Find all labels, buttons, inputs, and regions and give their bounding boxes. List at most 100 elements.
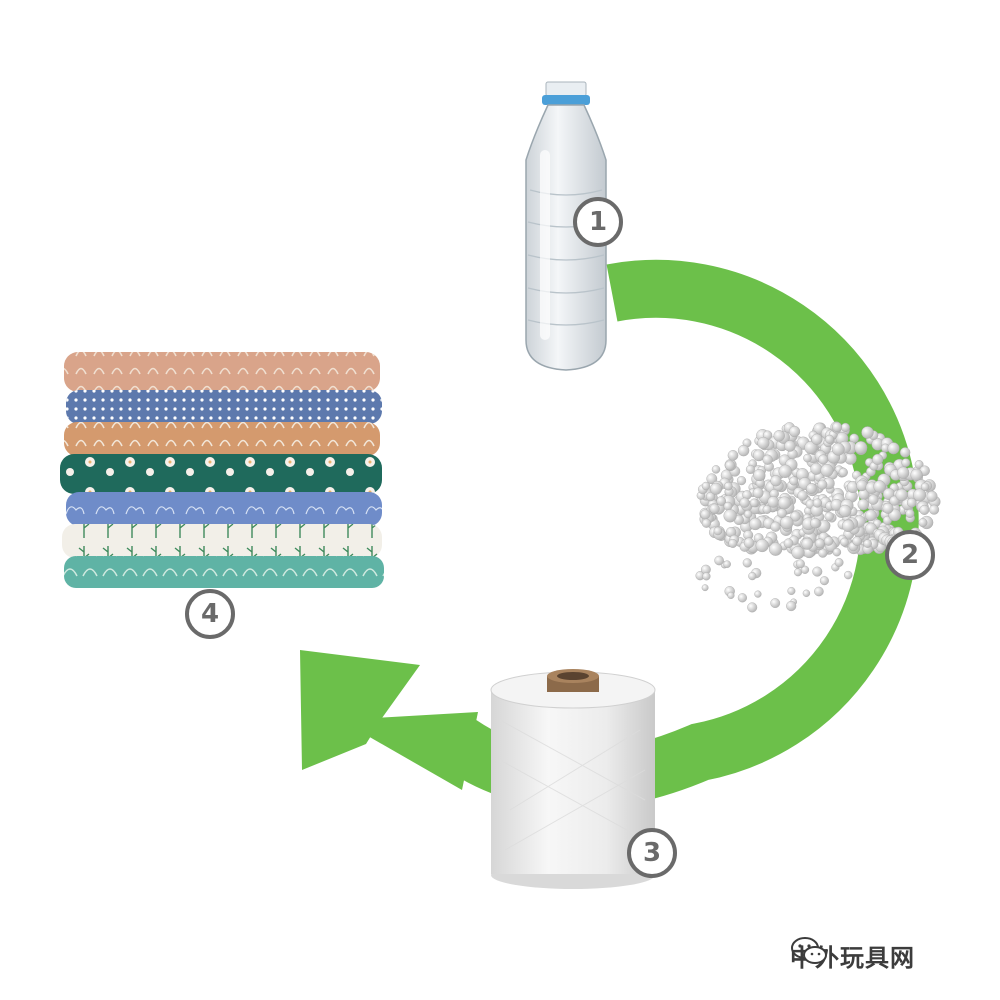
yarn-spool: [490, 669, 656, 889]
pellet: [742, 558, 752, 568]
pellet: [806, 483, 817, 494]
pellet: [905, 509, 915, 519]
pellet: [701, 481, 711, 491]
pellet: [926, 490, 938, 502]
pellet: [713, 526, 723, 536]
pellet: [762, 454, 773, 465]
pellet: [755, 538, 769, 553]
pellet: [820, 463, 834, 477]
pellet: [812, 566, 823, 577]
pellet: [757, 436, 770, 450]
pellet: [873, 480, 886, 493]
pellet: [747, 602, 758, 613]
pellet: [724, 481, 733, 491]
pellet: [748, 571, 757, 581]
pellet: [780, 515, 794, 530]
pellet: [716, 496, 727, 506]
pellet: [920, 482, 930, 491]
pellet: [865, 509, 877, 522]
pellet: [824, 511, 834, 522]
pellet: [918, 518, 928, 528]
pellet: [897, 466, 910, 479]
pellet: [705, 492, 716, 502]
pellet: [899, 447, 911, 458]
pellet: [801, 537, 814, 550]
pellet: [840, 537, 849, 547]
step-3-number: 3: [642, 838, 662, 868]
pellet: [810, 517, 821, 529]
step-1-badge: 1: [573, 197, 623, 247]
pellet: [770, 521, 781, 532]
pellet: [737, 593, 748, 603]
pellet: [753, 469, 766, 482]
pellet: [838, 467, 848, 478]
pellet: [737, 444, 750, 457]
pellet: [863, 539, 872, 548]
pellet: [762, 505, 772, 514]
pellet: [817, 479, 828, 490]
pellet: [728, 538, 738, 548]
pellet: [844, 570, 853, 580]
pellet: [745, 464, 755, 474]
pellet: [787, 587, 796, 596]
step-4-number: 4: [200, 599, 220, 629]
pellet: [797, 490, 808, 501]
pellet: [706, 473, 718, 485]
pellet: [778, 464, 792, 478]
pellet: [832, 548, 842, 557]
pellet: [832, 422, 843, 433]
pellet: [709, 503, 720, 514]
pellet: [819, 576, 829, 586]
pellet: [810, 462, 823, 475]
pellet: [783, 538, 794, 549]
pellet: [840, 422, 850, 432]
step-3-badge: 3: [627, 828, 677, 878]
plastic-pellets: [695, 421, 941, 613]
pellet: [887, 442, 900, 455]
pellet: [812, 498, 823, 508]
pellet: [723, 501, 733, 511]
pellet: [777, 496, 791, 510]
pellet: [768, 542, 783, 556]
pellet: [814, 586, 824, 597]
pellet: [754, 590, 762, 598]
pellet: [795, 559, 805, 569]
pellet: [700, 509, 711, 520]
pellet: [710, 482, 723, 495]
pellet: [929, 504, 940, 515]
pellet: [872, 453, 884, 465]
pellet: [803, 453, 812, 463]
step-2-number: 2: [900, 540, 920, 570]
pellet: [701, 584, 709, 592]
pellet: [743, 537, 755, 549]
pellet: [736, 476, 747, 486]
pellet: [770, 598, 781, 608]
pellet: [906, 497, 917, 508]
pellet: [789, 476, 799, 486]
pellet: [784, 440, 796, 452]
pellet: [800, 565, 810, 574]
step-1-number: 1: [588, 207, 608, 237]
pellet: [919, 504, 930, 515]
pellet: [818, 454, 829, 465]
watermark: 中外玩具网: [790, 935, 985, 975]
pellet: [804, 441, 818, 455]
pellet: [852, 536, 862, 546]
pellet: [752, 449, 765, 462]
pellet: [788, 425, 801, 438]
pellet: [857, 498, 869, 511]
pellet: [702, 572, 711, 581]
pellet: [815, 538, 825, 549]
pellet: [786, 600, 797, 612]
pellet: [724, 460, 735, 471]
step-2-badge: 2: [885, 530, 935, 580]
fabric-stack: [60, 352, 384, 588]
pellet: [882, 502, 894, 514]
pellet: [723, 560, 731, 569]
pellet: [901, 458, 911, 468]
pellet: [701, 518, 712, 528]
pellet: [838, 504, 852, 518]
pellet: [794, 568, 803, 577]
pellet: [777, 508, 787, 518]
